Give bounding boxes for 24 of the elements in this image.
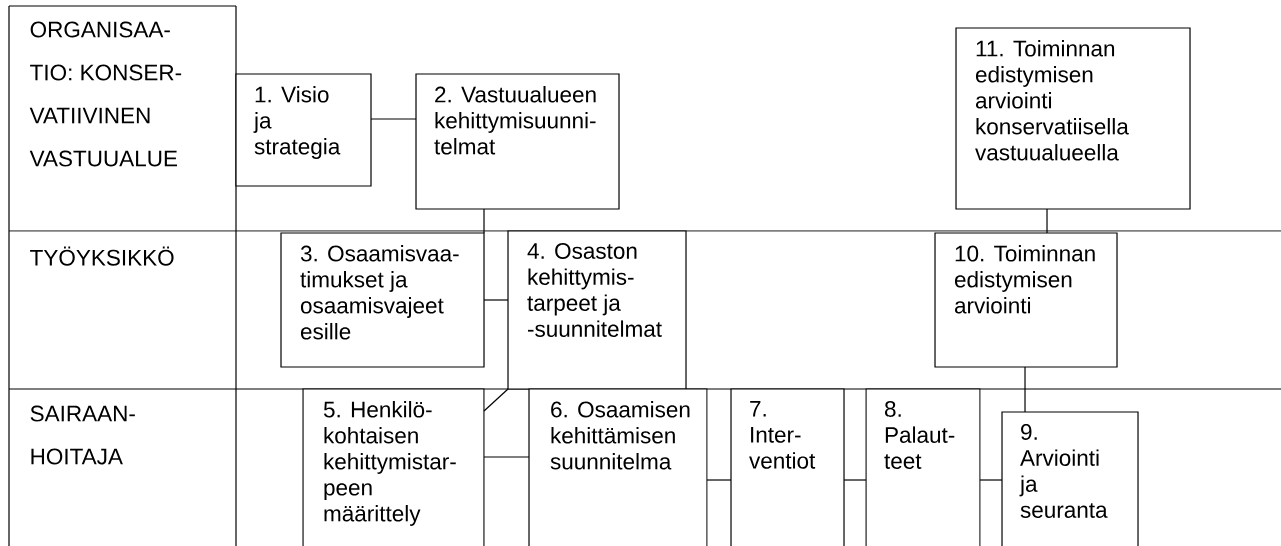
row-label: SAIRAAN- HOITAJA [30, 405, 135, 465]
connector-line [843, 479, 867, 481]
process-box: 11. Toiminnan edistymisen arviointi konservatiisella vastuualueella [955, 27, 1191, 210]
process-box: 7. Inter- ventiot [730, 388, 845, 546]
connector-line [483, 456, 530, 458]
row-label: ORGANISAA- TIO: KONSER- VATIIVINEN VASTUUALUE [29, 21, 182, 167]
process-box: 5. Henkilö- kohtaisen kehittymistar- peen määrittely [302, 388, 485, 546]
process-box: 2. Vastuualueen kehittymisuunni- telmat [415, 73, 620, 210]
row-label: TYÖYKSIKKÖ [30, 246, 174, 266]
process-box: 10. Toiminnan edistymisen arviointi [934, 232, 1118, 368]
process-box: 8. Palaut- teet [865, 388, 981, 546]
connector-line [370, 118, 417, 120]
connector-line [1046, 208, 1048, 234]
connector-line [979, 479, 1003, 481]
connector-line [483, 299, 509, 301]
connector-line [483, 388, 509, 412]
connector-line [483, 208, 485, 234]
process-box: 9. Arviointi ja seuranta [1001, 411, 1139, 546]
connector-line [1024, 366, 1026, 413]
process-box: 6. Osaamisen kehittämisen suunnitelma [528, 388, 708, 546]
connector-line [706, 479, 732, 481]
process-box: 4. Osaston kehittymis- tarpeet ja -suunnitelmat [507, 230, 687, 390]
process-box: 1. Visio ja strategia [235, 73, 372, 187]
process-box: 3. Osaamisvaa- timukset ja osaamisvajeet esille [280, 232, 485, 368]
